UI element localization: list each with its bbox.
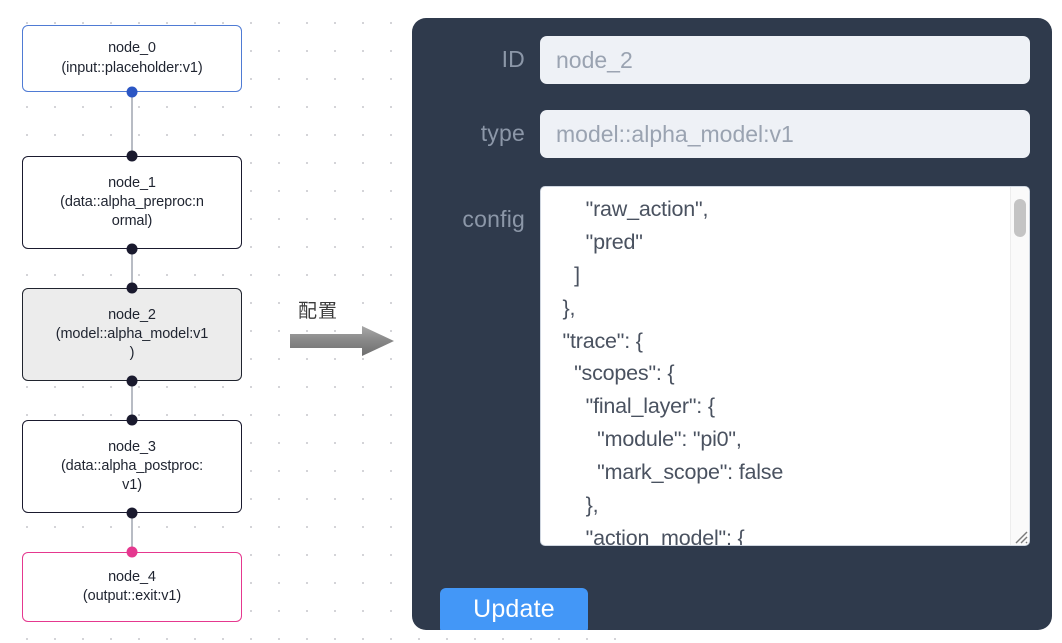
field-row-id: ID [412,36,1052,84]
config-field-label: config [462,206,525,232]
node-handle-node_3-out[interactable] [126,507,138,519]
edge-node1-node2 [131,249,133,289]
resize-grip-icon[interactable] [1011,527,1028,544]
config-scrollbar-thumb[interactable] [1014,199,1026,237]
graph-node-node_3[interactable]: node_3 (data::alpha_postproc: v1) [22,420,242,513]
edge-node2-node3 [131,381,133,421]
node-handle-node_1-in[interactable] [126,150,138,162]
update-button[interactable]: Update [440,588,588,630]
type-field-label: type [480,120,525,146]
id-input[interactable] [540,36,1030,84]
graph-node-node_1[interactable]: node_1 (data::alpha_preproc:n ormal) [22,156,242,249]
config-scrollbar[interactable] [1010,187,1029,545]
field-row-type: type [412,110,1052,158]
graph-node-node_0[interactable]: node_0 (input::placeholder:v1) [22,25,242,92]
node-config-panel: ID type config "raw_action", "pred" ] },… [412,18,1052,630]
node-label: node_0 (input::placeholder:v1) [61,40,203,76]
config-textarea-content[interactable]: "raw_action", "pred" ] }, "trace": { "sc… [562,197,784,545]
node-label: node_4 (output::exit:v1) [82,568,182,604]
id-field-label: ID [501,46,525,72]
node-handle-node_1-out[interactable] [126,243,138,255]
node-label: node_1 (data::alpha_preproc:n ormal) [60,174,204,230]
edge-node0-node1 [131,92,133,158]
right-arrow-icon [290,326,394,356]
config-textarea[interactable]: "raw_action", "pred" ] }, "trace": { "sc… [540,186,1030,546]
type-input[interactable] [540,110,1030,158]
node-handle-node_3-in[interactable] [126,414,138,426]
edge-node3-node4 [131,513,133,553]
transition-label: 配置 [298,300,339,322]
graph-node-node_4[interactable]: node_4 (output::exit:v1) [22,552,242,622]
node-label: node_3 (data::alpha_postproc: v1) [60,438,204,494]
node-handle-node_2-out[interactable] [126,375,138,387]
transition-annotation: 配置 [290,296,400,358]
graph-node-node_2[interactable]: node_2 (model::alpha_model:v1 ) [22,288,242,381]
node-handle-node_0-out[interactable] [126,86,138,98]
node-handle-node_4-in[interactable] [126,546,138,558]
field-row-config: config "raw_action", "pred" ] }, "trace"… [412,186,1052,546]
node-handle-node_2-in[interactable] [126,282,138,294]
node-label: node_2 (model::alpha_model:v1 ) [55,306,209,362]
